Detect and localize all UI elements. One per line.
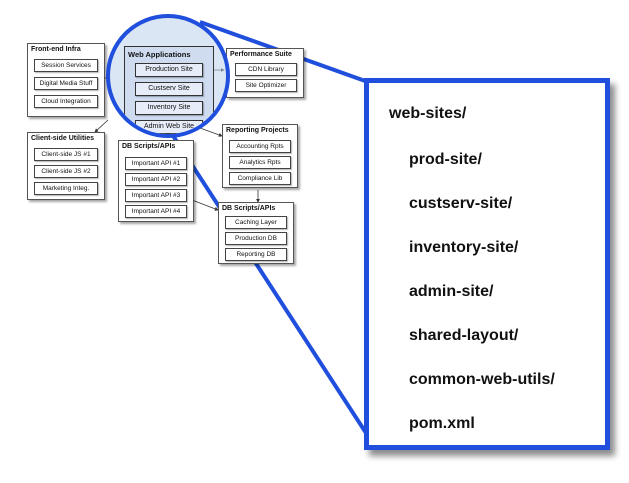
group-title: Front-end Infra xyxy=(31,46,81,53)
group-db-scripts: DB Scripts/APIs Caching Layer Production… xyxy=(218,202,294,264)
box-client-js-1[interactable]: Client-side JS #1 xyxy=(34,148,98,161)
box-production-site[interactable]: Production Site xyxy=(135,63,203,77)
group-frontend-infra: Front-end Infra Session Services Digital… xyxy=(27,43,105,117)
folder-web-sites[interactable]: web-sites/ xyxy=(389,105,467,122)
box-session-services[interactable]: Session Services xyxy=(34,59,98,72)
group-title: Web Applications xyxy=(128,50,191,59)
magnifier-lens: Web Applications Production Site Custser… xyxy=(106,14,230,138)
callout-connector-bottom xyxy=(166,126,370,438)
box-site-optimizer[interactable]: Site Optimizer xyxy=(235,79,297,92)
group-title: Reporting Projects xyxy=(226,127,289,134)
group-title: Performance Suite xyxy=(230,51,292,58)
folder-structure-callout: web-sites/ prod-site/ custserv-site/ inv… xyxy=(364,78,610,450)
edge-services-db xyxy=(191,199,219,211)
box-cloud-integration[interactable]: Cloud Integration xyxy=(34,95,98,108)
box-cdn-library[interactable]: CDN Library xyxy=(235,63,297,76)
box-marketing-integ[interactable]: Marketing Integ. xyxy=(34,182,98,195)
folder-shared-layout[interactable]: shared-layout/ xyxy=(409,327,519,344)
box-reporting-db[interactable]: Reporting DB xyxy=(225,248,287,261)
box-important-api-3[interactable]: Important API #3 xyxy=(125,189,187,202)
box-digital-media[interactable]: Digital Media Stuff xyxy=(34,77,98,90)
group-client-side-utilities: Client-side Utilities Client-side JS #1 … xyxy=(27,132,105,200)
group-title: DB Scripts/APIs xyxy=(122,143,176,150)
magnifier-content: Web Applications Production Site Custser… xyxy=(110,18,226,134)
box-important-api-2[interactable]: Important API #2 xyxy=(125,173,187,186)
group-title: DB Scripts/APIs xyxy=(222,205,276,212)
group-services: DB Scripts/APIs Important API #1 Importa… xyxy=(118,140,194,222)
box-inventory-site[interactable]: Inventory Site xyxy=(135,101,203,115)
box-important-api-1[interactable]: Important API #1 xyxy=(125,157,187,170)
group-performance-suite: Performance Suite CDN Library Site Optim… xyxy=(226,48,304,98)
folder-inventory-site[interactable]: inventory-site/ xyxy=(409,239,519,256)
folder-common-web-utils[interactable]: common-web-utils/ xyxy=(409,371,555,388)
box-caching-layer[interactable]: Caching Layer xyxy=(225,216,287,229)
folder-custserv-site[interactable]: custserv-site/ xyxy=(409,195,513,212)
box-important-api-4[interactable]: Important API #4 xyxy=(125,205,187,218)
box-production-db[interactable]: Production DB xyxy=(225,232,287,245)
edge-webapps-client xyxy=(94,119,109,133)
box-compliance-lib[interactable]: Compliance Lib xyxy=(229,172,291,185)
group-title: Client-side Utilities xyxy=(31,135,95,142)
group-reporting-projects: Reporting Projects Accounting Rpts Analy… xyxy=(222,124,298,188)
box-client-js-2[interactable]: Client-side JS #2 xyxy=(34,165,98,178)
file-pom-xml[interactable]: pom.xml xyxy=(409,415,475,432)
box-accounting-rpts[interactable]: Accounting Rpts xyxy=(229,140,291,153)
box-analytics-rpts[interactable]: Analytics Rpts xyxy=(229,156,291,169)
box-custserv-site[interactable]: Custserv Site xyxy=(135,82,203,96)
box-admin-web-site[interactable]: Admin Web Site xyxy=(135,120,203,134)
folder-prod-site[interactable]: prod-site/ xyxy=(409,151,482,168)
folder-admin-site[interactable]: admin-site/ xyxy=(409,283,494,300)
group-web-applications: Web Applications Production Site Custser… xyxy=(124,46,214,134)
